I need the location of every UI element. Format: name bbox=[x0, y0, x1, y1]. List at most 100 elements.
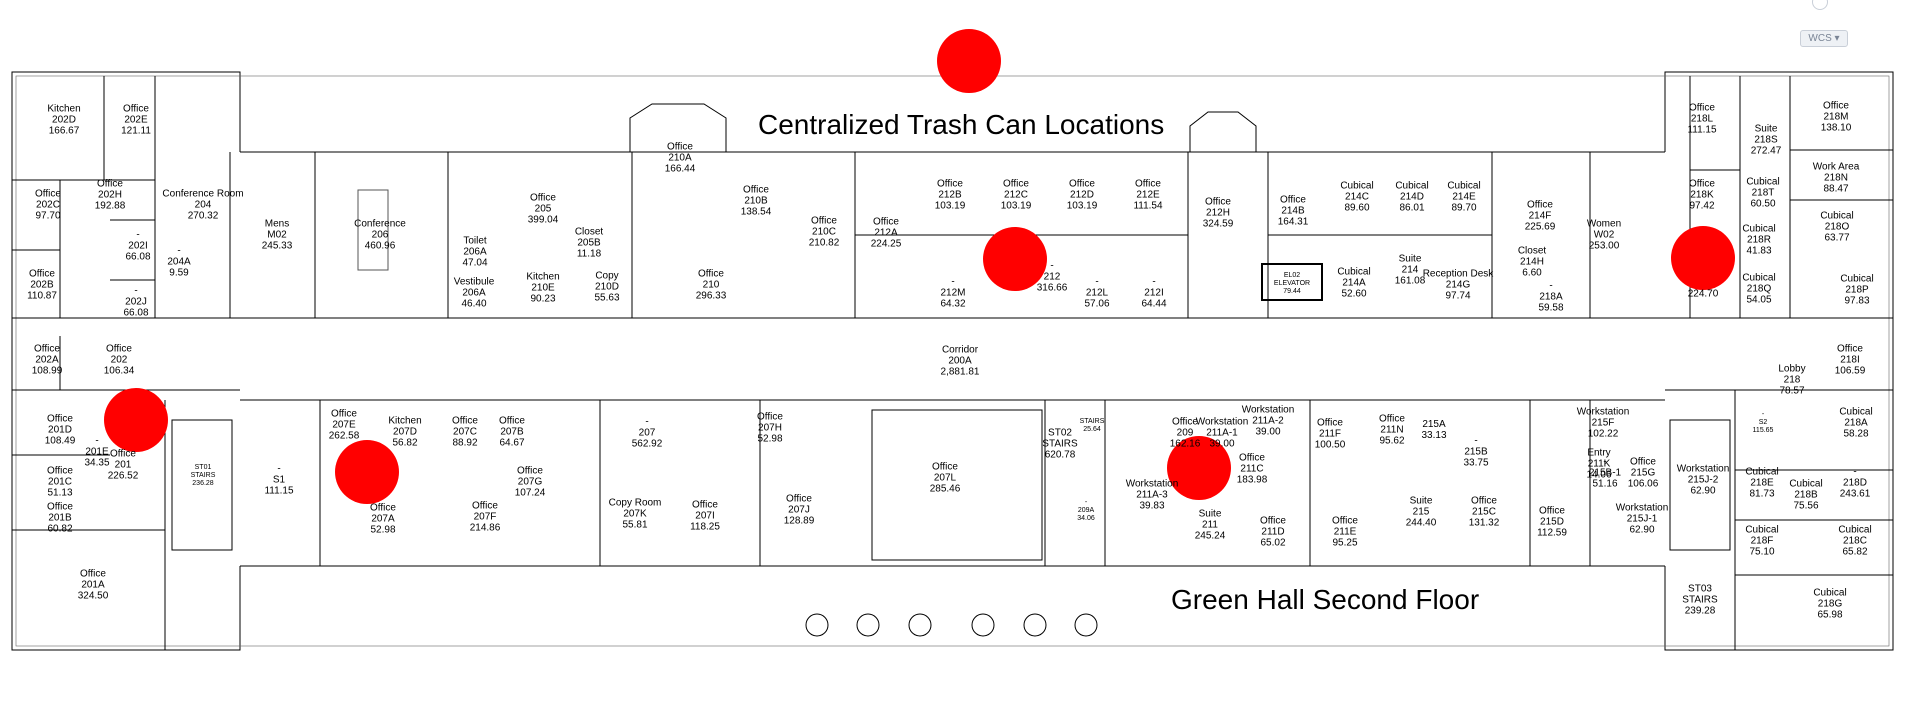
room-label[interactable]: 224.70 bbox=[1688, 289, 1719, 300]
trash-can-location-marker[interactable] bbox=[104, 388, 168, 452]
trash-can-location-marker[interactable] bbox=[983, 227, 1047, 291]
trash-can-location-marker[interactable] bbox=[1671, 226, 1735, 290]
trash-can-location-marker[interactable] bbox=[335, 440, 399, 504]
